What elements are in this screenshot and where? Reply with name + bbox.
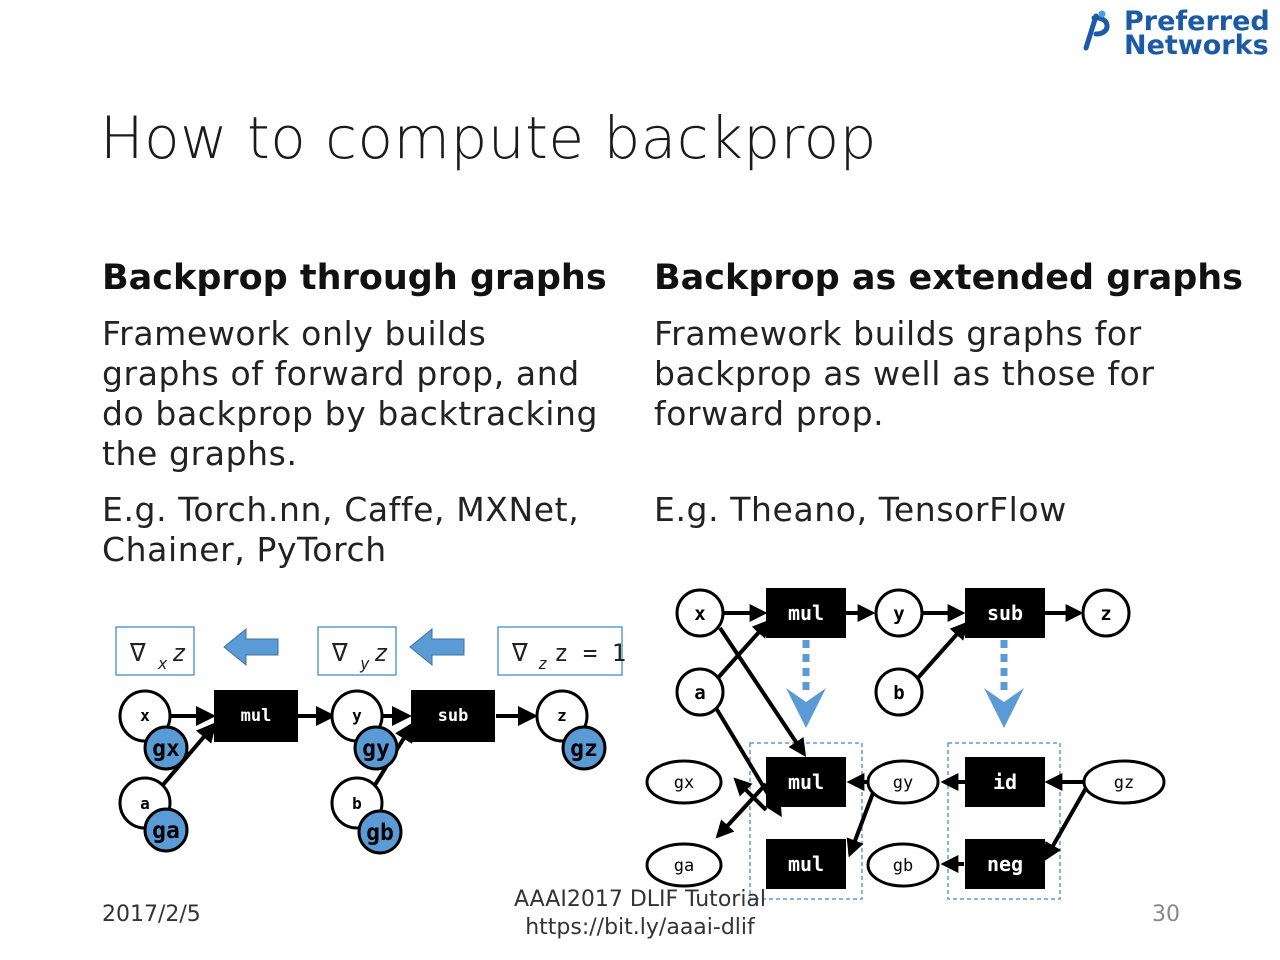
op-neg-label: neg bbox=[987, 852, 1023, 876]
node-y-label: y bbox=[352, 706, 362, 725]
grad-box-z-eq: z = 1 bbox=[554, 639, 626, 667]
op-sub-forward bbox=[965, 588, 1045, 638]
op-mul-forward-label: mul bbox=[788, 601, 824, 625]
left-diagram: ∇ x z ∇ y z ∇ z z = 1 mul sub x gx a ga … bbox=[115, 626, 626, 855]
logo-line1: Preferred bbox=[1124, 6, 1270, 37]
node-a-label: a bbox=[694, 682, 705, 704]
node-x bbox=[675, 588, 725, 638]
node-z bbox=[1081, 588, 1131, 638]
left-example-line: Chainer, PyTorch bbox=[102, 530, 387, 569]
grad-box-y-var: z bbox=[374, 639, 388, 667]
node-a bbox=[675, 667, 725, 717]
footer-center: AAAI2017 DLIF Tutorial https://bit.ly/aa… bbox=[440, 886, 840, 942]
node-gy-label: gy bbox=[893, 773, 913, 793]
op-mul-back-2-label: mul bbox=[788, 852, 824, 876]
footer-link: https://bit.ly/aaai-dlif bbox=[525, 915, 755, 940]
left-body-line: the graphs. bbox=[102, 434, 298, 473]
node-ga-label: ga bbox=[674, 856, 694, 876]
node-gx-label: gx bbox=[674, 773, 694, 793]
node-z-label: z bbox=[1100, 603, 1111, 625]
node-z-label: z bbox=[557, 706, 567, 725]
left-heading: Backprop through graphs bbox=[102, 258, 607, 298]
left-examples: E.g. Torch.nn, Caffe, MXNet, Chainer, Py… bbox=[102, 490, 642, 570]
right-heading: Backprop as extended graphs bbox=[654, 258, 1244, 298]
node-gy bbox=[866, 759, 940, 805]
grad-gx-label: gx bbox=[152, 736, 180, 762]
left-body-line: graphs of forward prop, and bbox=[102, 354, 580, 393]
grad-gb bbox=[357, 809, 403, 855]
grad-gx bbox=[143, 725, 189, 771]
right-body-line: forward prop. bbox=[654, 394, 885, 433]
grad-ga bbox=[143, 807, 189, 853]
slide-title: How to compute backprop bbox=[100, 104, 877, 172]
node-ga bbox=[645, 842, 723, 888]
page-number: 30 bbox=[1152, 902, 1180, 927]
left-example-line: E.g. Torch.nn, Caffe, MXNet, bbox=[102, 490, 580, 529]
op-mul-back-1 bbox=[766, 757, 846, 807]
right-example-line: E.g. Theano, TensorFlow bbox=[654, 490, 1067, 529]
op-mul-back-1-label: mul bbox=[788, 770, 824, 794]
left-blue-arrow-icon bbox=[223, 627, 279, 667]
node-gx bbox=[645, 759, 723, 805]
op-sub-forward-label: sub bbox=[987, 601, 1023, 625]
op-sub-label: sub bbox=[438, 706, 469, 726]
nabla-symbol: ∇ bbox=[331, 638, 348, 668]
left-body-line: Framework only builds bbox=[102, 314, 487, 353]
footer-event: AAAI2017 DLIF Tutorial bbox=[513, 887, 767, 912]
op-id bbox=[965, 757, 1045, 807]
node-b-label: b bbox=[893, 682, 904, 704]
node-gz-label: gz bbox=[1114, 773, 1134, 793]
left-body-line: do backprop by backtracking bbox=[102, 394, 599, 433]
op-mul-label: mul bbox=[241, 706, 272, 726]
grad-box-y bbox=[317, 626, 397, 676]
node-gb bbox=[866, 842, 940, 888]
node-b bbox=[874, 667, 924, 717]
grad-box-x bbox=[115, 626, 195, 676]
node-y-label: y bbox=[893, 603, 904, 625]
node-x-label: x bbox=[140, 706, 150, 725]
op-mul-forward bbox=[766, 588, 846, 638]
node-x-label: x bbox=[694, 603, 705, 625]
node-b-label: b bbox=[352, 794, 362, 813]
node-y bbox=[874, 588, 924, 638]
node-a-label: a bbox=[140, 794, 150, 813]
dotted-arrow-head-icon bbox=[984, 688, 1024, 728]
grad-ga-label: ga bbox=[152, 818, 180, 844]
dotted-arrow-head-icon bbox=[786, 688, 826, 728]
right-body-line: backprop as well as those for bbox=[654, 354, 1155, 393]
left-body: Framework only builds graphs of forward … bbox=[102, 314, 642, 474]
right-diagram: mul sub mul mul id neg x a y b z gx ga g… bbox=[645, 588, 1166, 900]
grad-box-x-var: z bbox=[172, 639, 186, 667]
footer-date: 2017/2/5 bbox=[102, 902, 201, 927]
grad-box-z-sub: z bbox=[538, 654, 548, 673]
op-mul-back-2 bbox=[766, 839, 846, 889]
nabla-symbol: ∇ bbox=[129, 638, 146, 668]
right-examples: E.g. Theano, TensorFlow bbox=[654, 490, 1214, 530]
grad-box-y-sub: y bbox=[359, 654, 370, 673]
op-mul bbox=[214, 690, 298, 742]
grad-box-z bbox=[497, 626, 623, 676]
grad-box-x-sub: x bbox=[157, 654, 168, 673]
op-id-label: id bbox=[993, 770, 1017, 794]
nabla-symbol: ∇ bbox=[511, 638, 528, 668]
grad-gz-label: gz bbox=[570, 736, 598, 762]
right-body-line: Framework builds graphs for bbox=[654, 314, 1142, 353]
grad-gz bbox=[561, 725, 607, 771]
grad-gb-label: gb bbox=[366, 820, 394, 846]
logo-line2: Networks bbox=[1124, 30, 1269, 61]
right-body: Framework builds graphs for backprop as … bbox=[654, 314, 1214, 434]
node-gz bbox=[1082, 759, 1166, 805]
logo: Preferred Networks bbox=[1080, 6, 1270, 61]
op-sub bbox=[411, 690, 495, 742]
grad-gy bbox=[353, 725, 399, 771]
op-neg bbox=[965, 839, 1045, 889]
left-blue-arrow-icon bbox=[409, 627, 465, 667]
dashed-box-sub bbox=[947, 742, 1061, 900]
grad-gy-label: gy bbox=[362, 736, 390, 762]
logo-mark-icon bbox=[1083, 10, 1110, 51]
node-gb-label: gb bbox=[893, 856, 913, 876]
